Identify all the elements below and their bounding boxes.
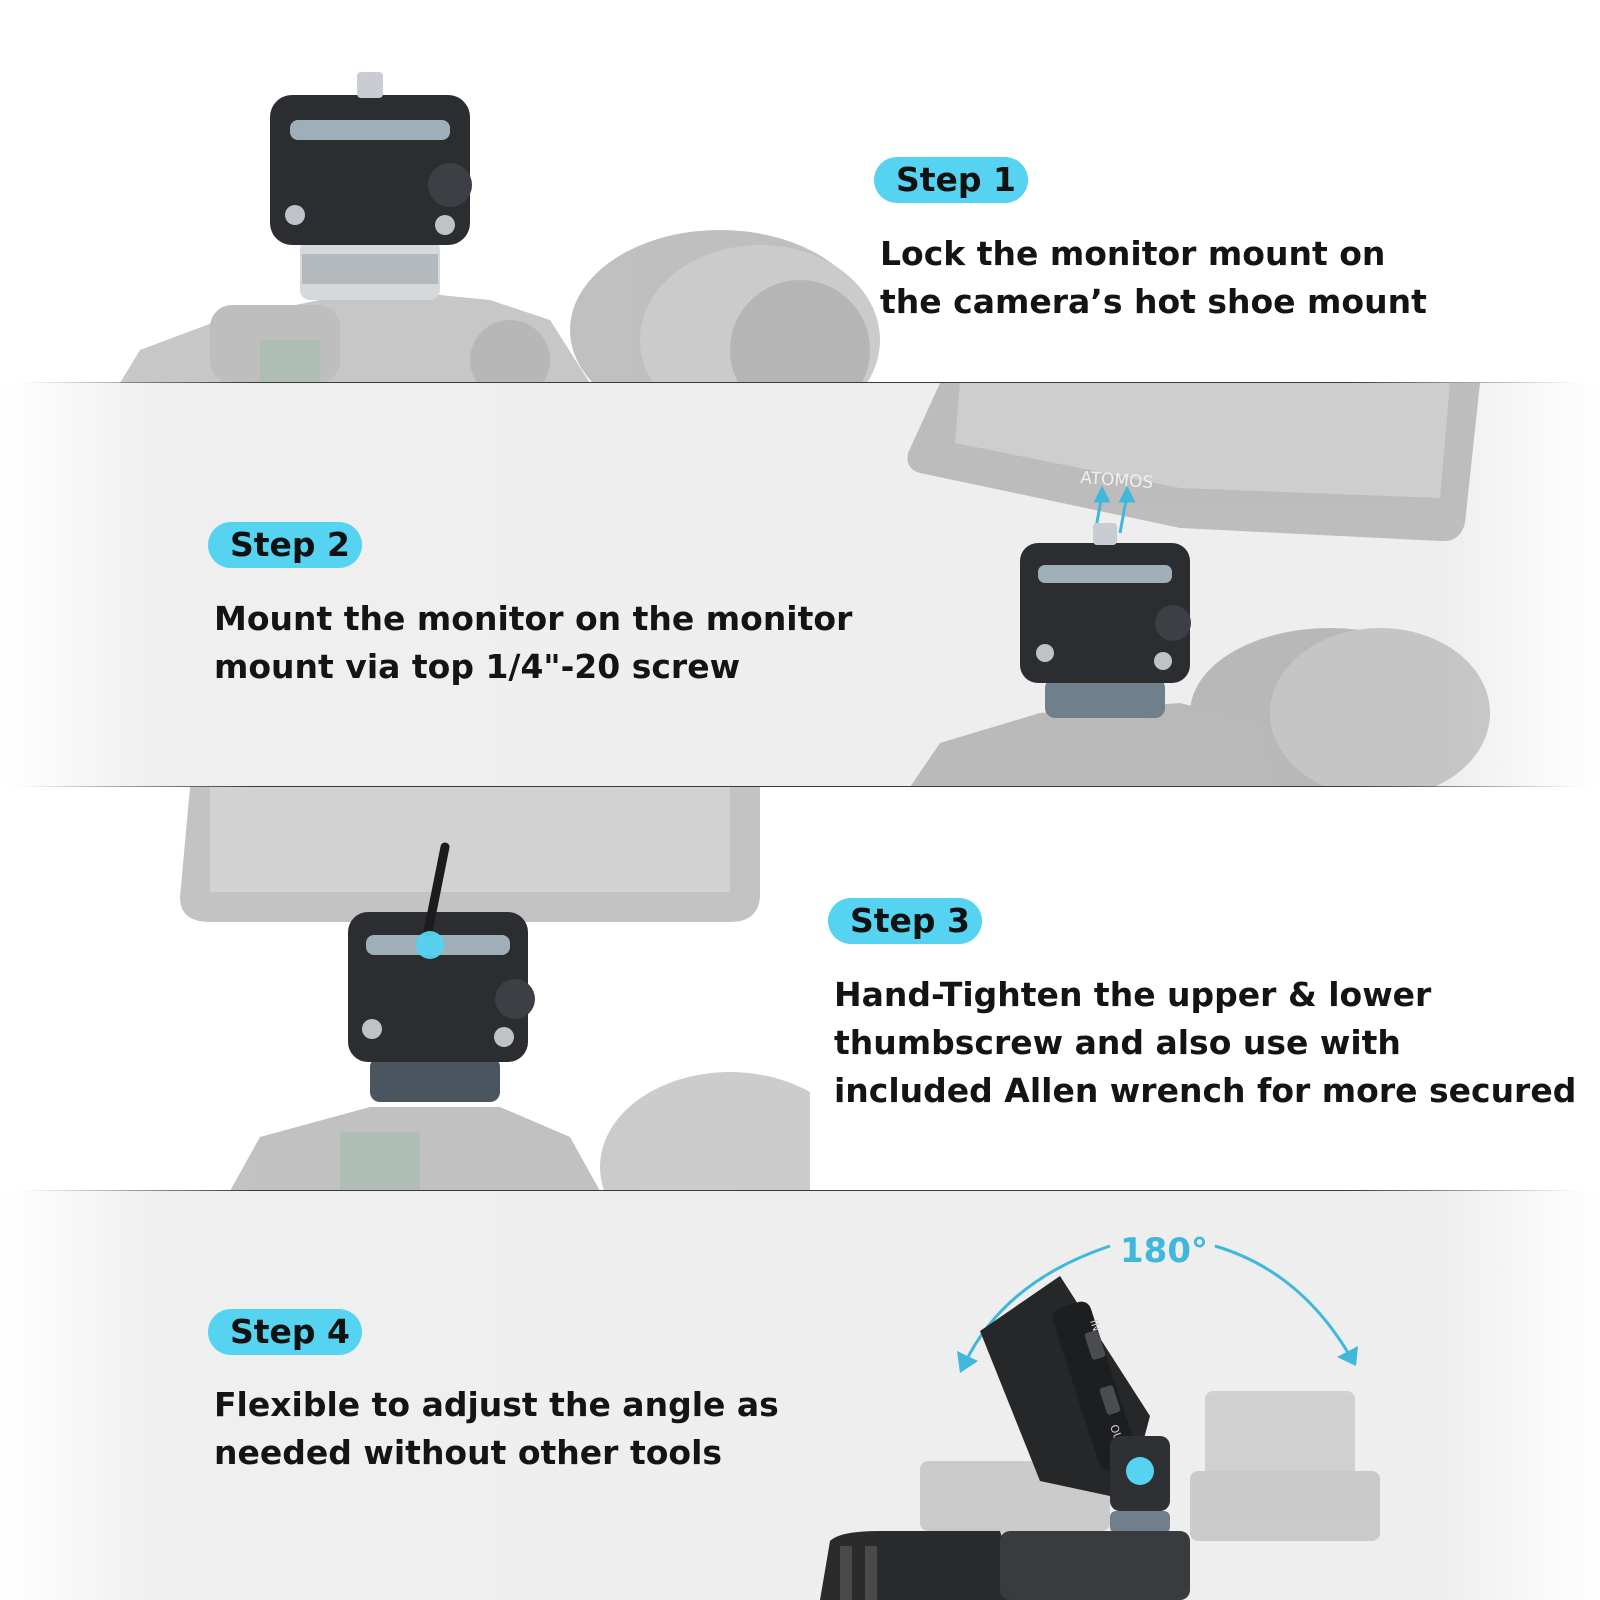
step-1-line-1: Lock the monitor mount on — [880, 234, 1386, 273]
step-2-line-1: Mount the monitor on the monitor — [214, 599, 853, 638]
monitor-device — [180, 787, 760, 922]
allen-wrench-icon — [416, 842, 450, 959]
step-1-badge: Step 1 — [874, 157, 1028, 203]
step-3-line-3: included Allen wrench for more secured — [834, 1071, 1577, 1110]
rotation-arc — [963, 1244, 1352, 1364]
rotation-angle-label: 180° — [1120, 1231, 1208, 1271]
ghost-monitor-right — [1190, 1391, 1380, 1541]
monitor-device: IN OUT — [980, 1276, 1150, 1498]
monitor-device: ATOMOS — [907, 383, 1480, 542]
arrow-left-icon — [957, 1351, 978, 1373]
mount-device — [348, 912, 535, 1102]
step-3-badge: Step 3 — [828, 898, 982, 944]
step-3-section: Step 3 Hand-Tighten the upper & lower th… — [0, 787, 1600, 1191]
step-4-badge: Step 4 — [208, 1309, 362, 1355]
step-2-badge: Step 2 — [208, 522, 362, 568]
step-4-line-1: Flexible to adjust the angle as — [214, 1385, 779, 1424]
step-3-description: Hand-Tighten the upper & lower thumbscre… — [834, 971, 1576, 1115]
mount-device — [1110, 1436, 1170, 1533]
step-2-description: Mount the monitor on the monitor mount v… — [214, 595, 852, 691]
camera-lens — [910, 628, 1490, 787]
step-4-line-2: needed without other tools — [214, 1433, 723, 1472]
camera-lens — [570, 230, 880, 383]
step-4-description: Flexible to adjust the angle as needed w… — [214, 1381, 779, 1477]
step-1-line-2: the camera’s hot shoe mount — [880, 282, 1427, 321]
step-1-section: Step 1 Lock the monitor mount on the cam… — [0, 0, 1600, 383]
mount-device — [270, 72, 472, 300]
camera-body — [820, 1531, 1190, 1600]
step-2-line-2: mount via top 1/4"-20 screw — [214, 647, 741, 686]
camera-body — [120, 292, 590, 383]
step-2-photo: ATOMOS — [907, 383, 1490, 787]
step-3-photo — [180, 787, 810, 1191]
step-3-line-2: thumbscrew and also use with — [834, 1023, 1401, 1062]
step-4-photo: IN OUT — [820, 1244, 1380, 1600]
mount-arrows — [1093, 485, 1136, 534]
step-1-photo — [120, 72, 880, 383]
step-2-section: ATOMOS Step 2 — [0, 383, 1600, 787]
step-4-section: IN OUT 180° Step 4 Flexible to adjust th… — [0, 1191, 1600, 1600]
step-1-description: Lock the monitor mount on the camera’s h… — [880, 230, 1427, 326]
arrow-right-icon — [1337, 1346, 1358, 1366]
step-3-line-1: Hand-Tighten the upper & lower — [834, 975, 1432, 1014]
port-in-label: IN — [1087, 1318, 1103, 1333]
camera-body — [230, 1072, 810, 1191]
mount-device — [1020, 523, 1191, 718]
